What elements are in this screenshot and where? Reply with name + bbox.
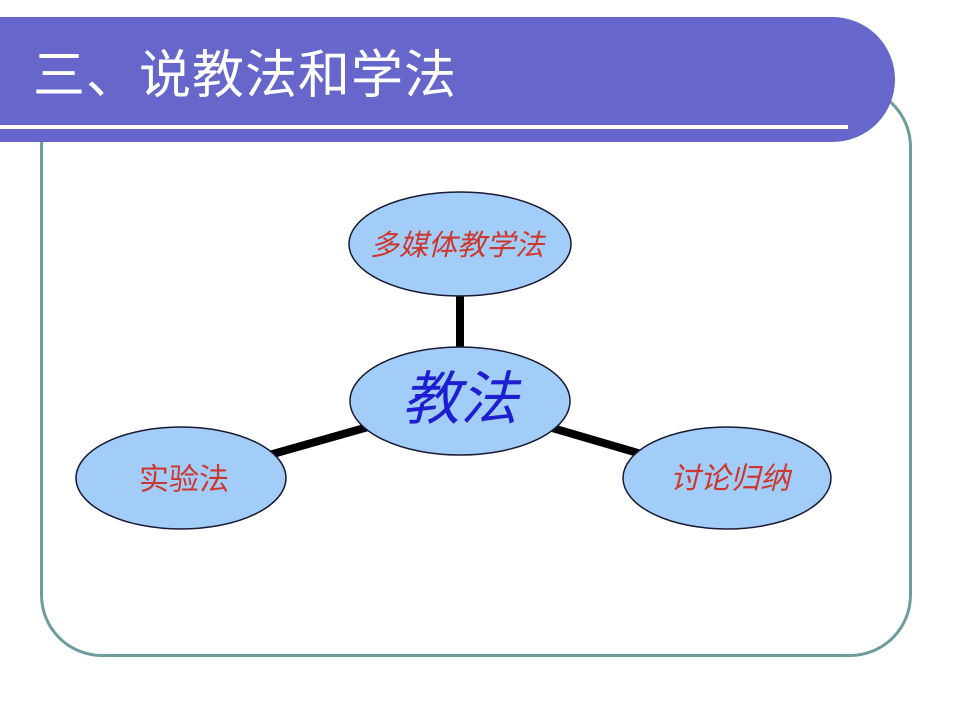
title-underline <box>0 125 848 129</box>
node-multimedia-teaching-ellipse <box>348 191 572 297</box>
slide-title: 三、说教法和学法 <box>33 45 458 106</box>
node-teaching-method-ellipse <box>349 346 571 456</box>
node-discussion-summary-label: 讨论归纳 <box>670 462 793 497</box>
node-teaching-method: 教法 <box>349 346 571 456</box>
node-experiment-method: 实验法 <box>75 426 287 530</box>
node-experiment-method-label: 实验法 <box>139 463 229 498</box>
node-multimedia-teaching-label: 多媒体教学法 <box>370 228 546 262</box>
node-experiment-method-ellipse <box>75 426 287 530</box>
node-multimedia-teaching: 多媒体教学法 <box>348 191 572 297</box>
node-discussion-summary: 讨论归纳 <box>622 426 832 530</box>
node-teaching-method-label: 教法 <box>402 365 522 433</box>
title-banner: 三、说教法和学法 <box>0 17 895 142</box>
node-discussion-summary-ellipse <box>622 426 832 530</box>
